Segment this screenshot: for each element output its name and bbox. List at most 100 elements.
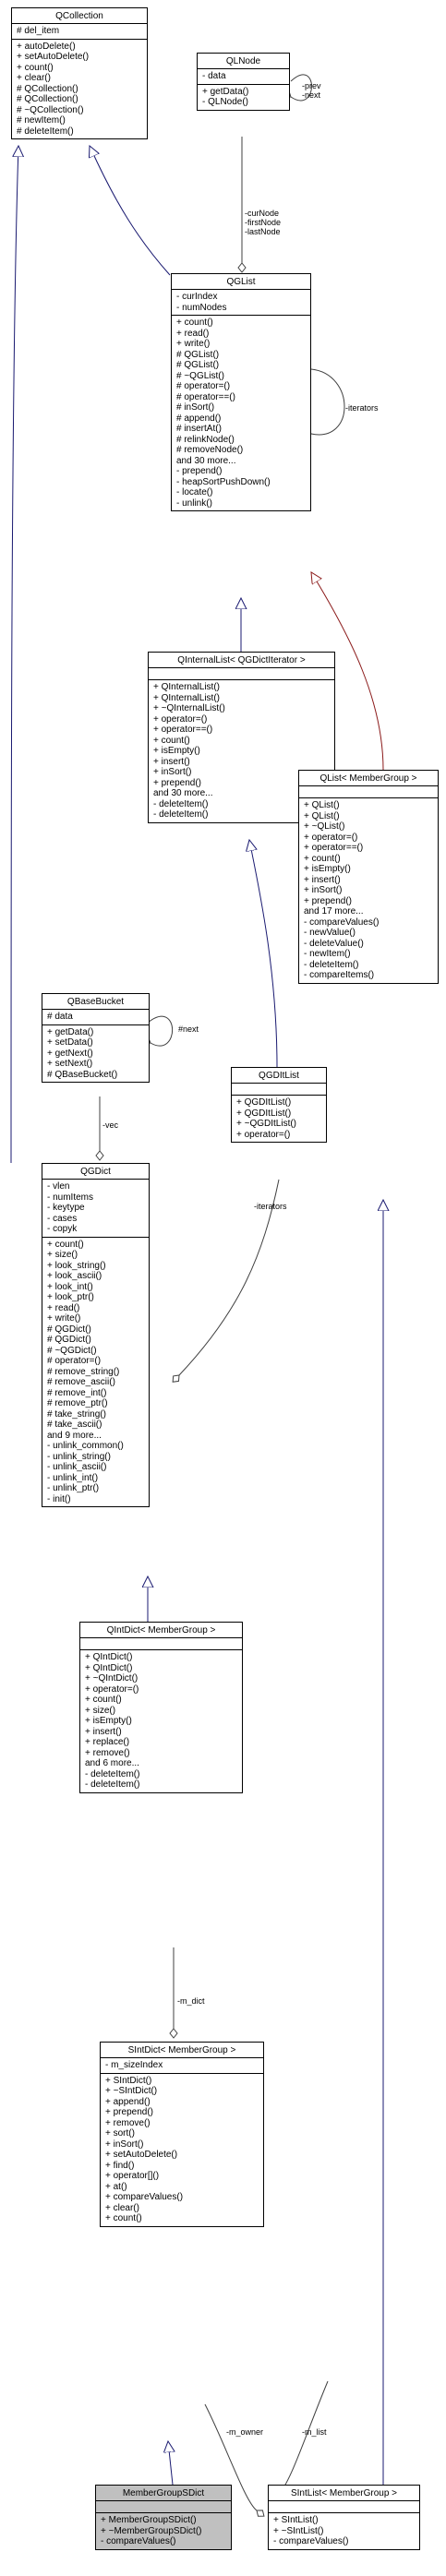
member-row: # QBaseBucket() bbox=[47, 1069, 118, 1080]
member-row: - newValue() bbox=[304, 928, 356, 938]
attributes bbox=[269, 2501, 419, 2513]
methods: + QInternalList()+ QInternalList()+ ~QIn… bbox=[149, 680, 334, 822]
member-row: # ~QGList() bbox=[176, 370, 224, 381]
edge-label-line: -prev bbox=[302, 81, 321, 90]
edge-label-line: -m_owner bbox=[226, 2427, 264, 2437]
member-row: + write() bbox=[47, 1313, 81, 1324]
member-row: - compareValues() bbox=[101, 2536, 176, 2546]
member-row: # QGList() bbox=[176, 349, 220, 360]
edge-qlist-to-qglist bbox=[311, 572, 384, 771]
class-membergroupsdict[interactable]: MemberGroupSDict + MemberGroupSDict()+ ~… bbox=[95, 2485, 232, 2550]
member-row: + ~QIntDict() bbox=[85, 1673, 139, 1683]
member-row: + at() bbox=[105, 2181, 127, 2192]
member-row: - deleteItem() bbox=[85, 1779, 140, 1790]
class-qgdict[interactable]: QGDict - vlen- numItems- keytype- cases-… bbox=[42, 1163, 150, 1507]
member-row: + SIntDict() bbox=[105, 2075, 152, 2086]
member-row: + QInternalList() bbox=[153, 682, 220, 692]
class-title: QLNode bbox=[198, 54, 289, 69]
member-row: - compareValues() bbox=[304, 917, 380, 928]
member-row: - deleteItem() bbox=[153, 809, 209, 820]
class-qintdict[interactable]: QIntDict< MemberGroup > + QIntDict()+ QI… bbox=[79, 1622, 243, 1793]
attributes bbox=[80, 1638, 242, 1650]
member-row: - init() bbox=[47, 1493, 71, 1504]
member-row: # take_ascii() bbox=[47, 1420, 102, 1430]
class-qlist[interactable]: QList< MemberGroup > + QList()+ QList()+… bbox=[298, 770, 439, 984]
member-row: # QGDict() bbox=[47, 1324, 91, 1335]
edge-label-line: -curNode bbox=[245, 209, 280, 218]
member-row: # remove_string() bbox=[47, 1366, 120, 1377]
class-qinternallist[interactable]: QInternalList< QGDictIterator > + QInter… bbox=[148, 652, 335, 823]
class-title: SIntList< MemberGroup > bbox=[269, 2486, 419, 2501]
member-row: + operator==() bbox=[304, 843, 364, 853]
member-row: + count() bbox=[304, 853, 341, 864]
member-row: + remove() bbox=[85, 1747, 130, 1758]
member-row: + read() bbox=[176, 328, 210, 339]
member-row: + insert() bbox=[85, 1726, 122, 1737]
class-title: SIntDict< MemberGroup > bbox=[101, 2043, 263, 2058]
class-qglist[interactable]: QGList - curIndex- numNodes + count()+ r… bbox=[171, 273, 311, 511]
edge-membergroupsdict-to-sintdict bbox=[168, 2441, 173, 2486]
member-row: # QCollection() bbox=[17, 94, 78, 104]
member-row: # newItem() bbox=[17, 115, 66, 126]
member-row: + count() bbox=[105, 2213, 142, 2223]
member-row: + isEmpty() bbox=[153, 746, 200, 756]
class-sintdict[interactable]: SIntDict< MemberGroup > - m_sizeIndex + … bbox=[100, 2042, 264, 2227]
member-row: + ~SIntDict() bbox=[105, 2086, 158, 2096]
member-row: + find() bbox=[105, 2160, 135, 2171]
member-row: + look_string() bbox=[47, 1260, 106, 1271]
edge-qgditlist-to-qinternallist bbox=[249, 840, 278, 1068]
member-row: + ~SIntList() bbox=[273, 2525, 324, 2536]
edge-membergroupsdict-to-sintlist bbox=[204, 2403, 265, 2517]
edge-label-vec: -vec bbox=[102, 1120, 118, 1130]
edge-label-m-list: -m_list bbox=[302, 2427, 327, 2437]
member-row: + compareValues() bbox=[105, 2192, 184, 2202]
member-row: # operator=() bbox=[47, 1356, 102, 1366]
class-title: QGDict bbox=[42, 1164, 149, 1180]
class-qgditlist[interactable]: QGDItList + QGDItList()+ QGDItList()+ ~Q… bbox=[231, 1067, 327, 1143]
member-row: + prepend() bbox=[304, 895, 352, 906]
member-row: + getNext() bbox=[47, 1048, 93, 1059]
attributes bbox=[149, 668, 334, 680]
member-row: + count() bbox=[47, 1239, 84, 1250]
member-row: + look_int() bbox=[47, 1281, 93, 1292]
member-row: - compareValues() bbox=[273, 2536, 349, 2546]
edge-qglist-to-qcollection bbox=[90, 146, 171, 276]
member-row: - QLNode() bbox=[202, 97, 249, 107]
class-title: QBaseBucket bbox=[42, 994, 149, 1010]
member-row: + insert() bbox=[304, 874, 341, 885]
member-row: + insert() bbox=[153, 756, 190, 767]
class-sintlist[interactable]: SIntList< MemberGroup > + SIntList()+ ~S… bbox=[268, 2485, 420, 2550]
member-row: - newItem() bbox=[304, 949, 351, 959]
edge-label-iterators-qgdict: -iterators bbox=[254, 1202, 287, 1211]
member-row: - heapSortPushDown() bbox=[176, 476, 271, 487]
class-qlnode[interactable]: QLNode - data + getData()- QLNode() bbox=[197, 53, 290, 111]
member-row: + ~QList() bbox=[304, 821, 345, 832]
member-row: # relinkNode() bbox=[176, 434, 235, 445]
member-row: + QIntDict() bbox=[85, 1662, 133, 1673]
member-row: - locate() bbox=[176, 487, 213, 497]
member-row: - numItems bbox=[47, 1192, 94, 1203]
methods: + QIntDict()+ QIntDict()+ ~QIntDict()+ o… bbox=[80, 1650, 242, 1792]
edge-qglist-self bbox=[301, 368, 345, 437]
class-qcollection[interactable]: QCollection # del_item + autoDelete()+ s… bbox=[11, 7, 148, 139]
member-row: + remove() bbox=[105, 2117, 151, 2128]
edge-qgdict-to-qcollection bbox=[10, 146, 18, 1164]
member-row: and 9 more... bbox=[47, 1430, 102, 1441]
member-row: # insertAt() bbox=[176, 424, 222, 434]
member-row: + inSort() bbox=[105, 2139, 144, 2150]
member-row: + append() bbox=[105, 2096, 151, 2107]
member-row: - data bbox=[202, 71, 226, 81]
member-row: - deleteValue() bbox=[304, 938, 364, 949]
member-row: + getData() bbox=[47, 1026, 94, 1037]
edge-sintdict-to-sintlist bbox=[270, 2380, 329, 2504]
member-row: + count() bbox=[153, 735, 190, 746]
edge-qlnode-self bbox=[283, 74, 312, 102]
edge-label-m-dict: -m_dict bbox=[177, 1996, 205, 2006]
member-row: # removeNode() bbox=[176, 445, 244, 455]
member-row: - vlen bbox=[47, 1181, 70, 1192]
attributes: - curIndex- numNodes bbox=[172, 290, 310, 316]
attributes: # data bbox=[42, 1010, 149, 1025]
member-row: - unlink_ascii() bbox=[47, 1462, 107, 1472]
member-row: - deleteItem() bbox=[153, 798, 209, 809]
class-qbasebucket[interactable]: QBaseBucket # data + getData()+ setData(… bbox=[42, 993, 150, 1083]
